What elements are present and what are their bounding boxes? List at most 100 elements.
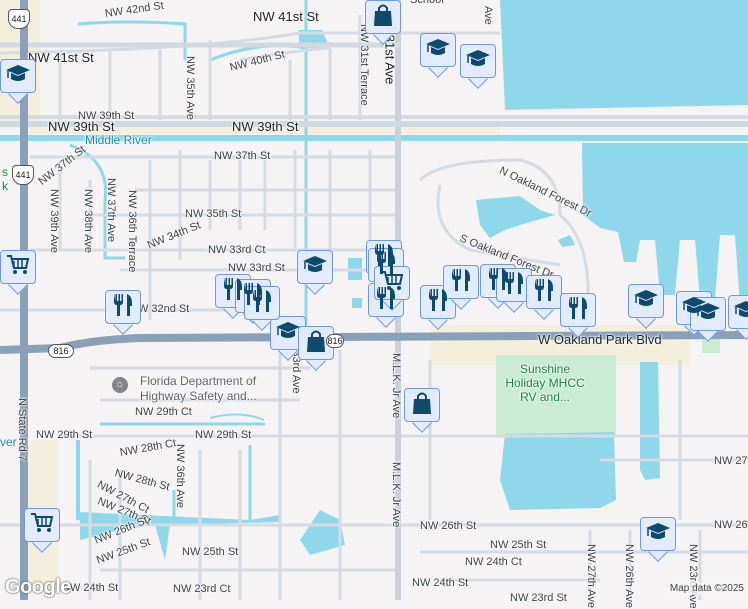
marker-pin [460,44,496,78]
restaurant-marker[interactable] [105,290,141,335]
restaurant-icon [112,293,134,322]
street-label: NW 33rd Ct [208,244,266,256]
grocery-marker[interactable] [0,250,36,295]
school-icon [681,296,707,321]
street-label: NW 29th St [36,429,93,441]
school-icon [425,38,451,63]
grocery-marker[interactable] [24,508,60,553]
restaurant-icon [375,251,397,280]
school-icon [733,300,748,325]
route-shield-441: 441 [8,9,30,29]
street-label: NW 25th St [490,539,547,551]
route-shield-441: 441 [12,165,34,185]
park-label-partial: s k [2,165,8,193]
restaurant-icon [567,296,589,325]
street-label: NW 27th St [714,455,748,467]
street-label: NW 25th St [182,546,239,558]
street-label: NW 35th St [185,208,242,220]
restaurant-marker[interactable] [526,275,562,320]
shopping-icon [305,329,327,358]
school-marker[interactable] [690,297,726,342]
shopping-marker[interactable] [404,388,440,433]
street-label: NW 37th Ave [105,178,117,242]
canals [0,0,748,520]
marker-pin [365,0,401,34]
restaurant-icon [533,278,555,307]
map-attribution[interactable]: Map data ©2025 [665,582,748,595]
street-label: NW 39th St [232,119,299,134]
school-marker[interactable] [628,284,664,329]
street-label: NW 24th St [62,582,119,594]
street-label: NW 26th Ave [623,544,635,608]
school-marker[interactable] [728,295,748,340]
street-label: NW 27th Ave [585,544,597,608]
school-icon [275,321,301,346]
school-marker[interactable] [460,44,496,89]
street-label: NW 23rd Ct [173,583,231,595]
marker-pin [0,250,36,284]
restaurant-marker[interactable] [443,265,479,310]
street-label: NW 41st St [253,9,319,24]
street-label: M.L.K. Jr Ave [390,462,402,528]
route-shield-816: 816 [48,344,74,358]
marker-pin [628,284,664,318]
street-label: NW 24th St [412,577,469,589]
street-label: NW 36th Terrace [126,190,138,273]
marker-pin [640,517,676,551]
marker-pin [0,59,36,93]
street-label: NW 38th Ave [82,189,94,253]
google-logo: Google [5,576,71,598]
street-label: NW 41st St [28,50,94,65]
street-label: NW 23rd St [510,592,567,604]
water-label: Middle River [85,133,152,147]
restaurant-icon [251,289,273,318]
school-icon [302,255,328,280]
street-label: N State Rd 7 [16,398,28,461]
grocery-icon [380,270,404,297]
grocery-icon [30,512,54,539]
greenway [30,126,500,134]
street-label: NW 36th Ave [174,444,186,508]
street-label: Ave [482,6,494,25]
street-label: NW 32nd St [130,303,190,315]
government-building-icon: ⌂ [112,377,128,393]
marker-pin [420,33,456,67]
street-label: NW 39th St [48,119,115,134]
street-label: M.L.K. Jr Ave [390,353,402,419]
restaurant-icon [487,267,509,296]
marker-pin [526,275,562,309]
school-icon [695,302,721,327]
street-label: NW 26th St [714,519,748,531]
school-icon [465,49,491,74]
street-label: NW 26th St [420,520,477,532]
school-marker[interactable] [640,517,676,562]
local-roads [0,15,748,600]
school-marker[interactable] [420,33,456,78]
school-marker[interactable] [0,59,36,104]
marker-pin [560,293,596,327]
shopping-marker[interactable] [365,0,401,45]
poi-label: Florida Department of Highway Safety and… [140,374,257,403]
park-label[interactable]: Sunshine Holiday MHCC RV and... [505,362,585,404]
street-label: NW 33rd St [228,262,285,274]
restaurant-icon [503,271,525,300]
street-label: NW 23rd Ave [687,544,699,609]
grocery-icon [6,254,30,281]
school-icon [633,289,659,314]
street-label: NW 29th St [195,429,252,441]
street-label: School [410,0,444,6]
street-label: W Oakland Park Blvd [538,332,662,347]
water-label: ver [0,435,17,449]
shopping-marker[interactable] [298,326,334,371]
street-label: NW 24th Ct [465,556,522,568]
park-area [496,355,616,435]
marker-pin [404,388,440,422]
street-label: NW 35th Ave [184,56,196,120]
restaurant-marker[interactable] [560,293,596,338]
street-label: NW 39th St [78,110,135,122]
school-marker[interactable] [297,250,333,295]
shopping-icon [372,3,394,32]
street-label: NW 39th Ave [48,189,60,253]
route-shield-816: 816 [326,334,344,348]
